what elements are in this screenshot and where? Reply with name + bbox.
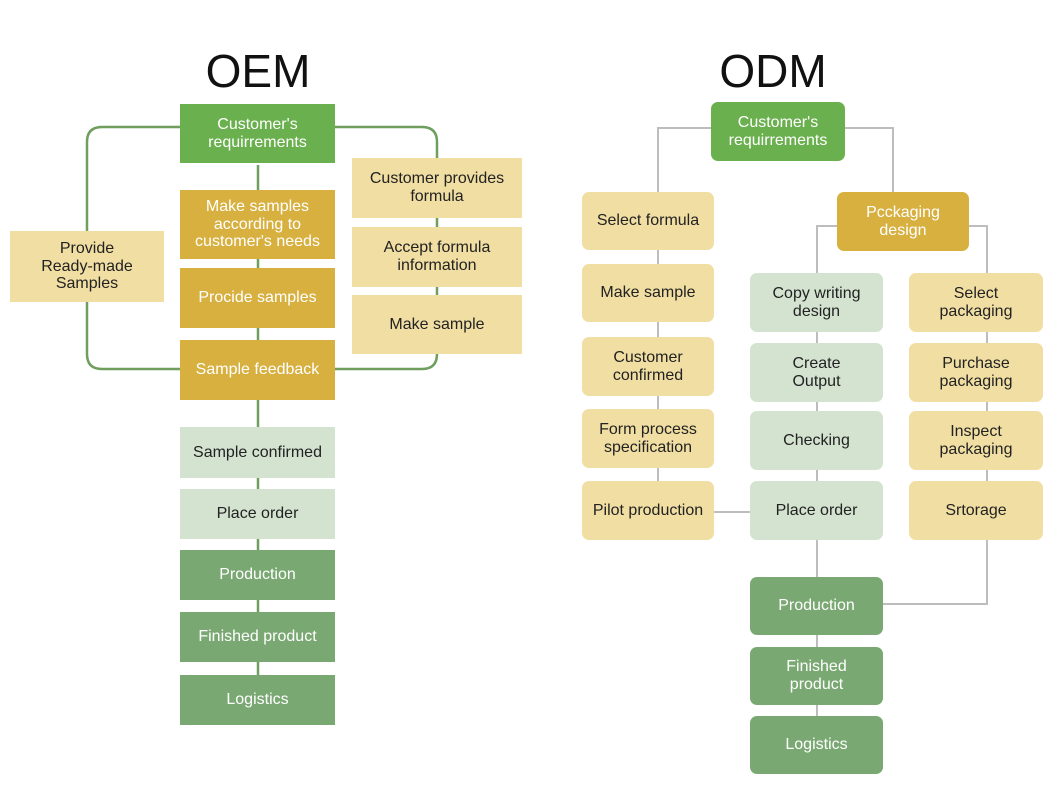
oem-production-box: Production <box>180 550 335 600</box>
oem-customer-requirements-box: Customer's requirrements <box>180 104 335 163</box>
odm-logistics-box: Logistics <box>750 716 883 774</box>
oem-title: OEM <box>205 45 311 97</box>
oem-customer-provides-formula-box: Customer provides formula <box>352 158 522 218</box>
odm-form-process-specification-box: Form process specification <box>582 409 714 468</box>
oem-sample-confirmed-box: Sample confirmed <box>180 427 335 478</box>
odm-make-sample-box: Make sample <box>582 264 714 322</box>
odm-select-formula-box: Select formula <box>582 192 714 250</box>
odm-customer-confirmed-box: Customer confirmed <box>582 337 714 396</box>
odm-customer-requirements-box: Customer's requirrements <box>711 102 845 161</box>
odm-production-box: Production <box>750 577 883 635</box>
odm-create-output-box: Create Output <box>750 343 883 402</box>
odm-storage-box: Srtorage <box>909 481 1043 540</box>
oem-make-sample-box: Make sample <box>352 295 522 354</box>
odm-inspect-packaging-box: Inspect packaging <box>909 411 1043 470</box>
oem-logistics-box: Logistics <box>180 675 335 725</box>
odm-finished-product-box: Finished product <box>750 647 883 705</box>
oem-provide-samples-box: Procide samples <box>180 268 335 328</box>
odm-pilot-production-box: Pilot production <box>582 481 714 540</box>
oem-place-order-box: Place order <box>180 489 335 539</box>
odm-checking-box: Checking <box>750 411 883 470</box>
odm-select-packaging-box: Select packaging <box>909 273 1043 332</box>
odm-place-order-box: Place order <box>750 481 883 540</box>
oem-accept-formula-box: Accept formula information <box>352 227 522 287</box>
oem-provide-ready-made-samples-box: Provide Ready-made Samples <box>10 231 164 302</box>
oem-sample-feedback-box: Sample feedback <box>180 340 335 400</box>
odm-title: ODM <box>719 45 827 97</box>
oem-finished-product-box: Finished product <box>180 612 335 662</box>
odm-right-branch <box>845 127 894 192</box>
oem-make-samples-box: Make samples according to customer's nee… <box>180 190 335 259</box>
odm-copy-writing-design-box: Copy writing design <box>750 273 883 332</box>
odm-purchase-packaging-box: Purchase packaging <box>909 343 1043 402</box>
odm-packaging-design-box: Pcckaging design <box>837 192 969 251</box>
